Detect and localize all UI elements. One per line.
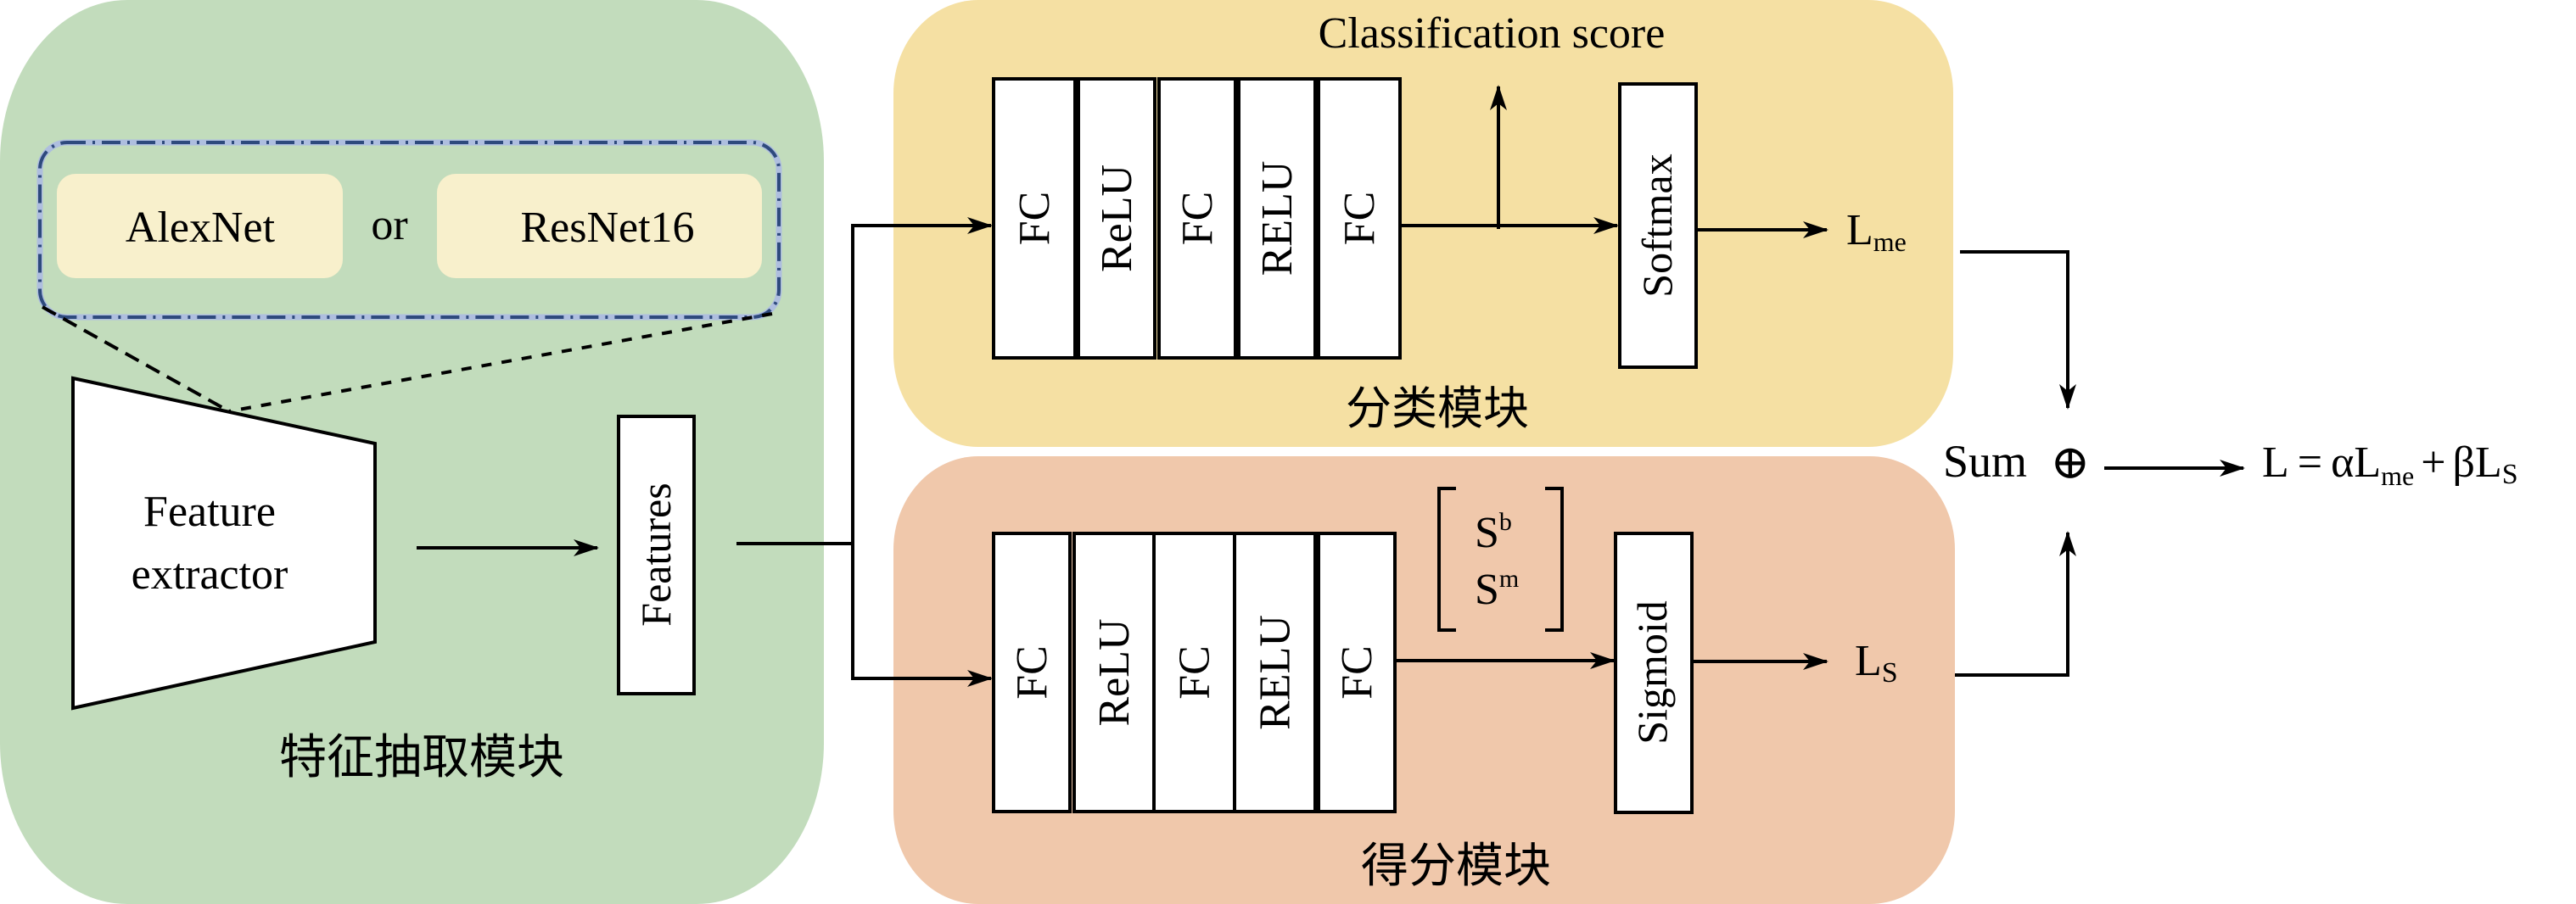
- sum-label: Sum: [1943, 436, 2027, 487]
- backbone-choice-group: AlexNet or ResNet16: [36, 139, 782, 321]
- score-layer-1-box[interactable]: [992, 532, 1072, 813]
- features-to-classification-arrow: [851, 217, 993, 544]
- bracket-left: [1437, 487, 1456, 632]
- zoom-line-left: [42, 305, 230, 413]
- score-layer-3-label: FC: [1171, 645, 1219, 700]
- sigmoid-block[interactable]: [1614, 532, 1694, 814]
- backbone-group-outline: [38, 141, 781, 319]
- score-benign-label: Sb: [1475, 508, 1512, 557]
- classification-layer-5-box[interactable]: [1317, 77, 1402, 360]
- classification-module: Classification score FC ReLU FC RELU FC Soft…: [893, 0, 1953, 447]
- feature-extractor-label-line1: Feature: [143, 488, 276, 536]
- softmax-label: Softmax: [1633, 153, 1681, 297]
- softmax-block[interactable]: [1618, 82, 1698, 369]
- score-layer-5-box[interactable]: [1317, 532, 1397, 813]
- score-layer-3-box[interactable]: [1152, 532, 1236, 813]
- classification-loss-sub: me: [1873, 226, 1907, 257]
- score-layer-4-box[interactable]: [1233, 532, 1317, 813]
- features-to-score-arrow: [851, 544, 993, 687]
- classification-layer-2-box[interactable]: [1077, 77, 1156, 360]
- backbone-option-alexnet-box[interactable]: [57, 174, 343, 278]
- total-loss-formula: L=αLme+βLS: [2262, 438, 2518, 491]
- loss-combination: Sum ⊕ L=αLme+βLS: [1943, 250, 2518, 677]
- backbone-option-alexnet-label: AlexNet: [126, 204, 276, 252]
- classification-layer-2-label: ReLU: [1093, 165, 1141, 272]
- feature-extractor-label-line2: extractor: [132, 550, 288, 599]
- classification-layer-4-label: RELU: [1253, 161, 1302, 276]
- backbone-option-resnet16-label: ResNet16: [520, 204, 694, 252]
- classification-layer-4-box[interactable]: [1237, 77, 1317, 360]
- feature-extraction-module: AlexNet or ResNet16 Feature extractor Fe…: [0, 0, 824, 904]
- feature-module-title: 特征抽取模块: [279, 730, 564, 785]
- classification-module-title: 分类模块: [1346, 382, 1529, 435]
- score-loss-sub: S: [1882, 657, 1898, 689]
- classification-layer-3-label: FC: [1173, 192, 1222, 246]
- sigmoid-label: Sigmoid: [1628, 600, 1676, 744]
- sum-operator-icon: ⊕: [2051, 437, 2091, 489]
- classification-loss-base: L: [1846, 206, 1873, 254]
- score-layer-1-label: FC: [1008, 645, 1056, 700]
- score-loss-label: LS: [1855, 637, 1898, 689]
- backbone-option-resnet16-box[interactable]: [437, 174, 762, 278]
- features-connectors: [736, 217, 993, 687]
- score-module-title: 得分模块: [1361, 839, 1551, 894]
- score-loss-base: L: [1855, 637, 1882, 685]
- classification-loss-to-sum-arrow: [1960, 250, 2076, 410]
- score-malignant-label: Sm: [1475, 565, 1519, 614]
- classification-layer-5-label: FC: [1336, 192, 1384, 246]
- backbone-or-label: or: [371, 201, 407, 249]
- features-block[interactable]: [617, 415, 696, 695]
- classification-loss-label: Lme: [1846, 206, 1907, 257]
- feature-extractor-block[interactable]: [71, 376, 377, 711]
- score-layer-2-label: ReLU: [1090, 618, 1139, 726]
- score-layer-5-label: FC: [1333, 645, 1381, 700]
- classification-layer-stack: FC ReLU FC RELU FC: [992, 77, 1402, 360]
- score-layer-4-label: RELU: [1252, 615, 1300, 730]
- score-loss-to-sum-arrow: [1955, 531, 2076, 677]
- classification-layer-1-label: FC: [1011, 192, 1059, 246]
- score-vector-bracket: Sb Sm: [1437, 487, 1564, 632]
- bracket-right: [1545, 487, 1564, 632]
- classification-score-label: Classification score: [1319, 9, 1666, 58]
- classification-layer-3-box[interactable]: [1157, 77, 1237, 360]
- score-module: FC ReLU FC RELU FC Sb Sm Sigmoid LS 得分模块: [893, 456, 1955, 904]
- classification-layer-1-box[interactable]: [992, 77, 1077, 360]
- score-layer-stack: FC ReLU FC RELU FC: [992, 532, 1397, 813]
- features-label: Features: [632, 483, 680, 626]
